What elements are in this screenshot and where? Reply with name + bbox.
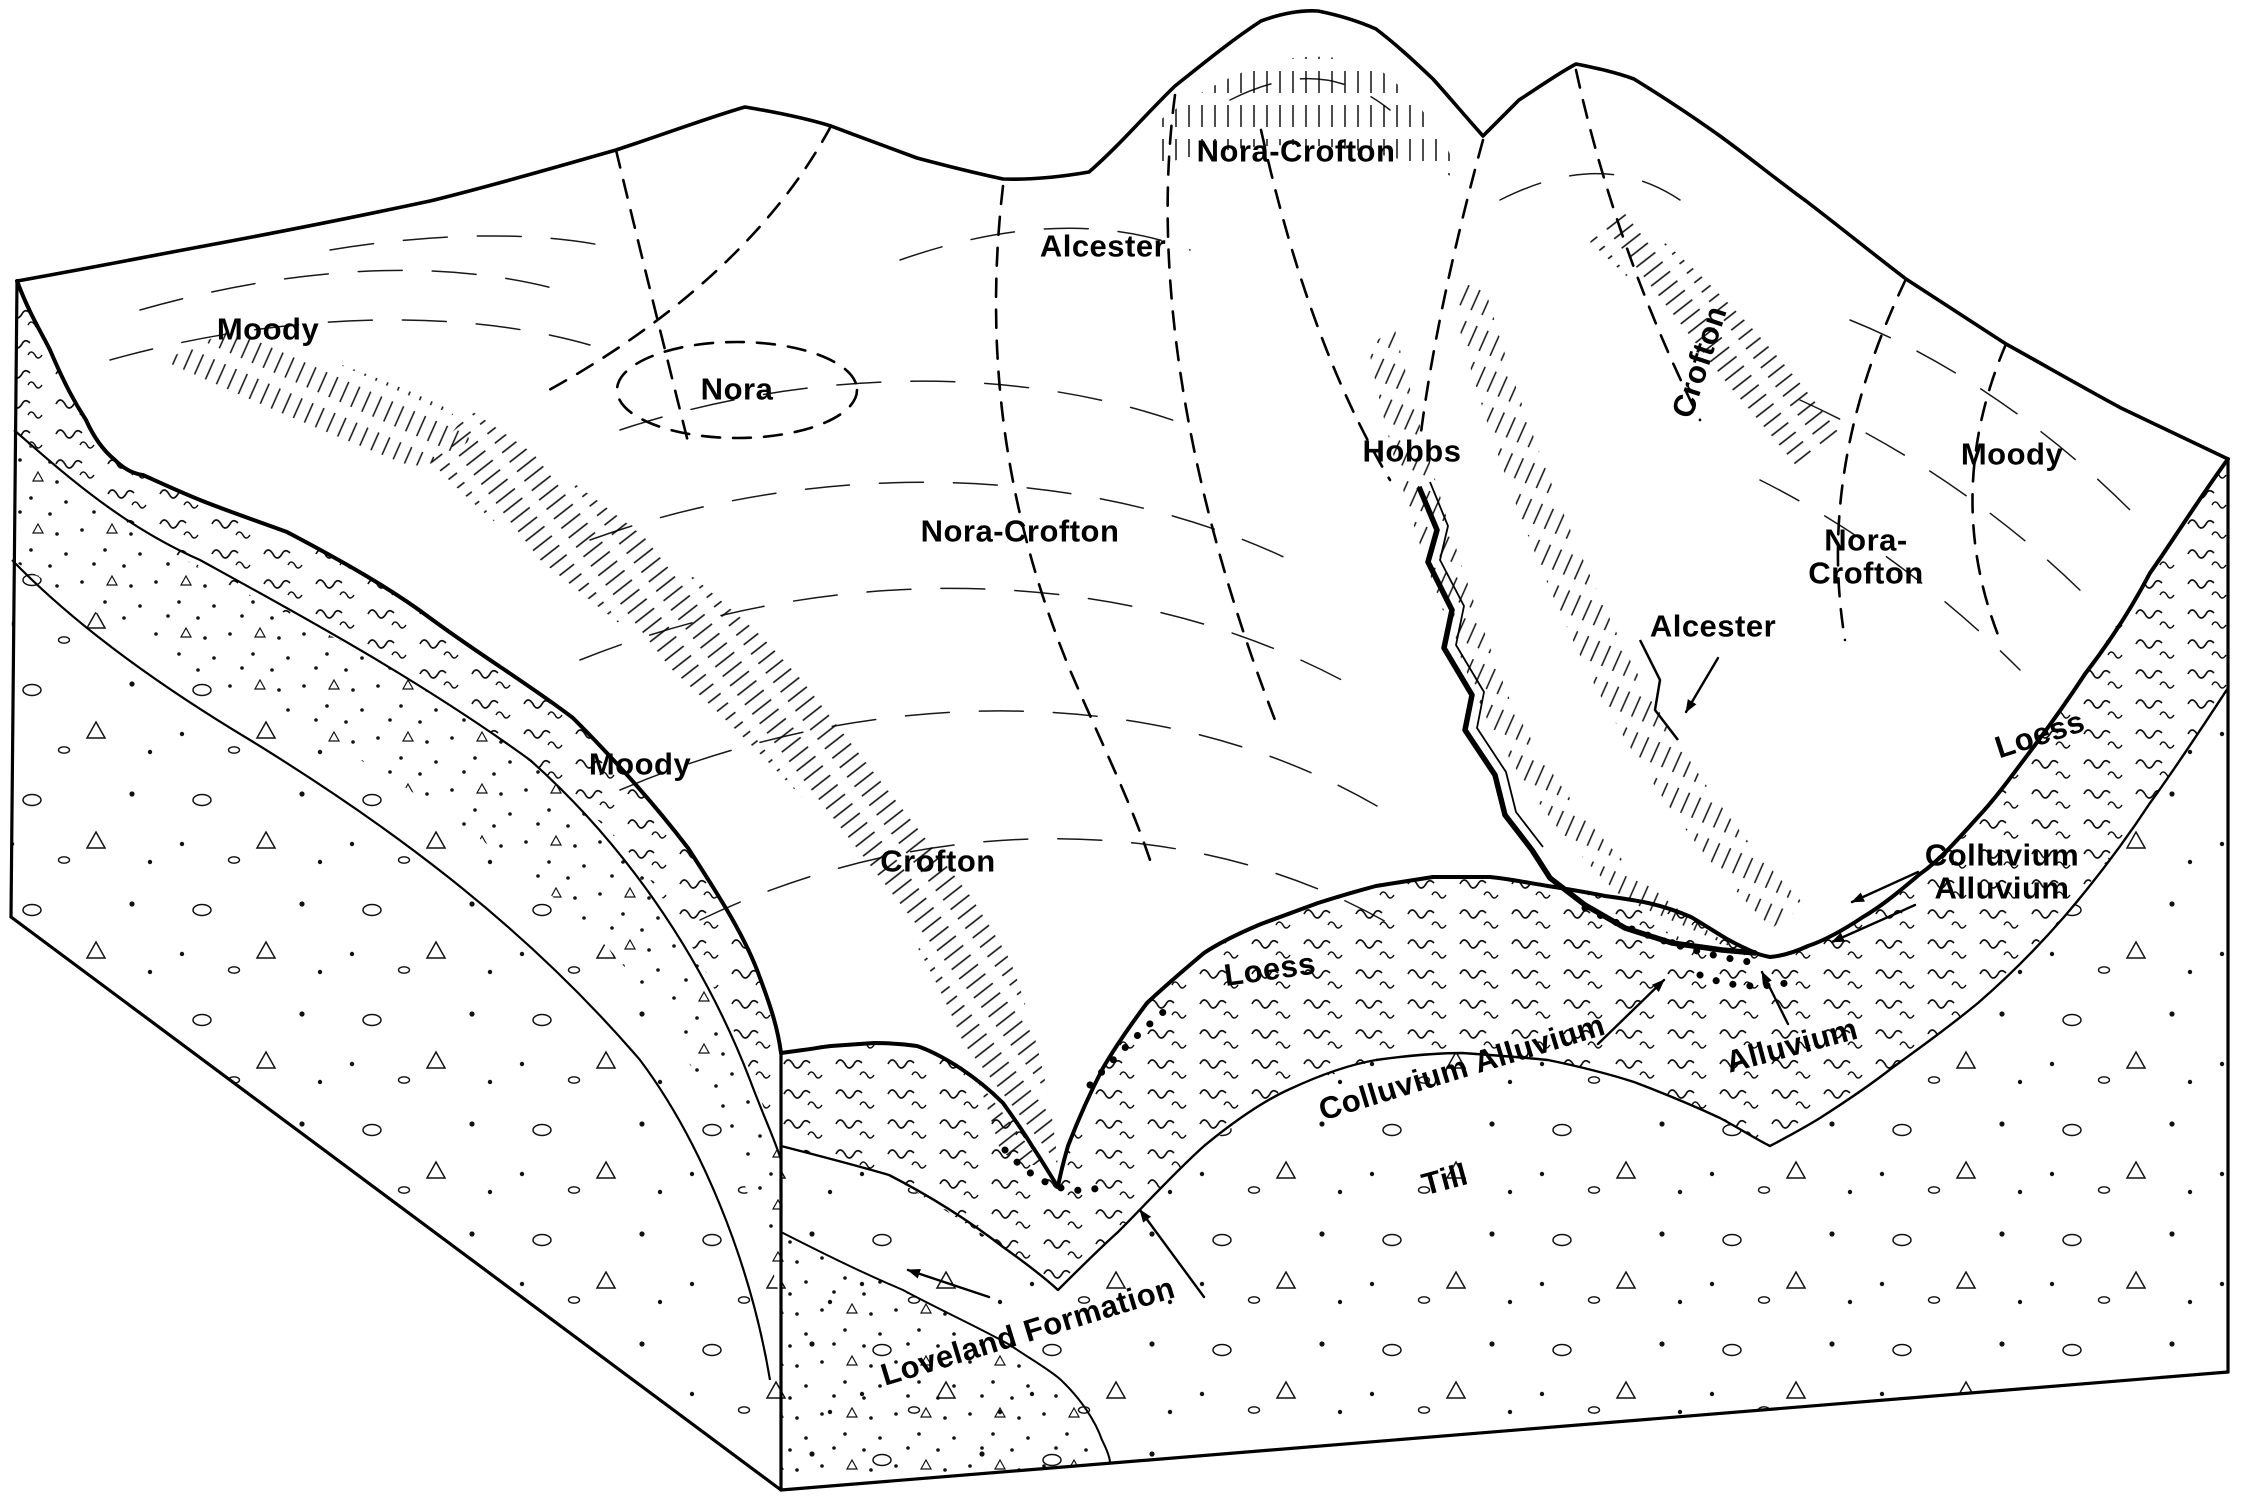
colluvium-dots xyxy=(1001,904,1804,1194)
front-face xyxy=(780,459,2228,1492)
block-outline xyxy=(9,9,2230,1492)
soil-boundaries xyxy=(538,68,2008,862)
arrow-colluvium-center xyxy=(1596,978,1666,1046)
arrow-colluvium-right-2 xyxy=(1830,903,1917,944)
arrow-loveland xyxy=(1138,1208,1206,1299)
arrow-colluvium-right-1 xyxy=(1850,870,1920,904)
arrow-left-valley-colluvium xyxy=(906,1268,991,1299)
arrow-alluvium xyxy=(1760,970,1790,1026)
contour-flow-lines xyxy=(109,77,2131,931)
arrow-alcester-channel xyxy=(1684,656,1720,714)
left-face xyxy=(11,281,783,1490)
annotation-arrows xyxy=(906,656,1920,1299)
